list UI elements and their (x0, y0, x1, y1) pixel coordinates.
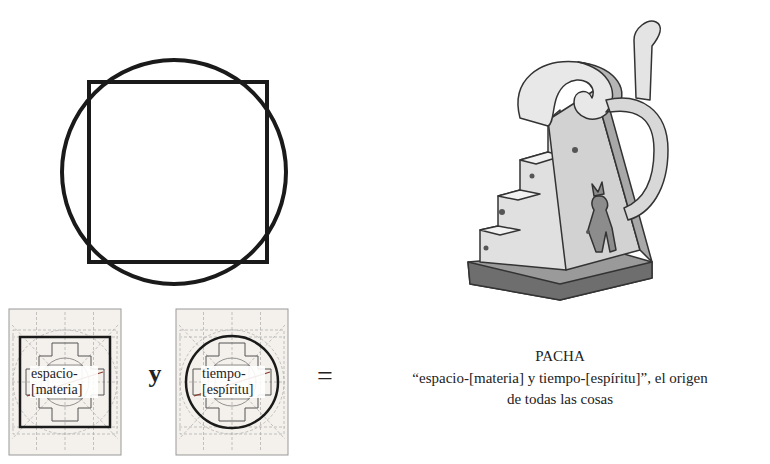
circle-symbol (62, 60, 286, 284)
square-symbol (89, 82, 267, 262)
concept-title: PACHA (480, 346, 640, 367)
square-diagram: espacio-[materia] (8, 308, 122, 456)
frame (176, 309, 288, 455)
grid-circle (13, 330, 117, 434)
operator-symbol: = (308, 356, 342, 395)
bold-circle (186, 336, 278, 428)
concept-description: “espacio-[materia] y tiempo-[espíritu]”,… (410, 368, 710, 410)
diagram-text: tiempo-[espíritu] (201, 366, 265, 398)
circle-diagram: tiempo-[espíritu] (175, 308, 289, 456)
chakana-cross (193, 343, 271, 421)
grid-line (12, 325, 118, 439)
grid-square (180, 330, 284, 434)
chakana-cross (26, 343, 104, 421)
grid-line (179, 325, 285, 439)
construction-lines (12, 312, 118, 452)
grid-circle (180, 330, 284, 434)
grid-line (179, 325, 285, 439)
moche-vessel (468, 21, 668, 300)
bold-square (20, 337, 110, 427)
grid-line (12, 325, 118, 439)
construction-lines (179, 312, 285, 452)
operator-symbol: y (140, 356, 170, 392)
frame (9, 309, 121, 455)
diagram-text: espacio-[materia] (30, 366, 98, 398)
grid-square (13, 330, 117, 434)
